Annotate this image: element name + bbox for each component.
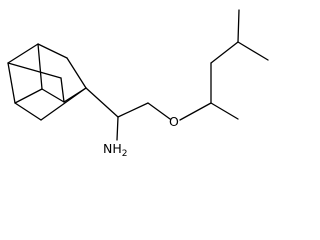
cage-bond (7, 62, 16, 104)
cage-bond (41, 88, 65, 103)
cage-bond (7, 62, 62, 79)
bond-cage-to-ch (85, 87, 119, 118)
oxygen-label: O (169, 114, 179, 129)
bond-ch-to-ch2 (117, 102, 149, 118)
bond-o-to-ch (179, 102, 212, 121)
amine-label: NH2 (103, 141, 127, 159)
cage-bond (14, 102, 42, 121)
cage-bond (37, 43, 68, 59)
adamantane-cage (7, 43, 87, 121)
cage-bond (7, 43, 39, 64)
bond-ch2-to-o (147, 102, 171, 120)
atom-labels: O NH2 (103, 114, 179, 159)
bond-ch2-to-ch (210, 41, 239, 64)
side-chain (85, 9, 269, 141)
cage-bond (66, 57, 87, 89)
amine-text: NH (103, 141, 122, 156)
bond-ch-to-methyl (210, 102, 239, 120)
cage-bond (14, 88, 43, 104)
bond-ch-to-methyl-top (237, 9, 240, 43)
structure-canvas: O NH2 (7, 9, 269, 159)
bond-ch-to-nh2 (116, 116, 119, 141)
skeletal-formula: O NH2 (7, 9, 269, 159)
cage-bond (60, 77, 65, 103)
amine-subscript: 2 (122, 149, 128, 159)
cage-bond (40, 87, 87, 121)
bond-ch-to-methyl-right (237, 41, 269, 61)
cage-bond (37, 43, 43, 90)
